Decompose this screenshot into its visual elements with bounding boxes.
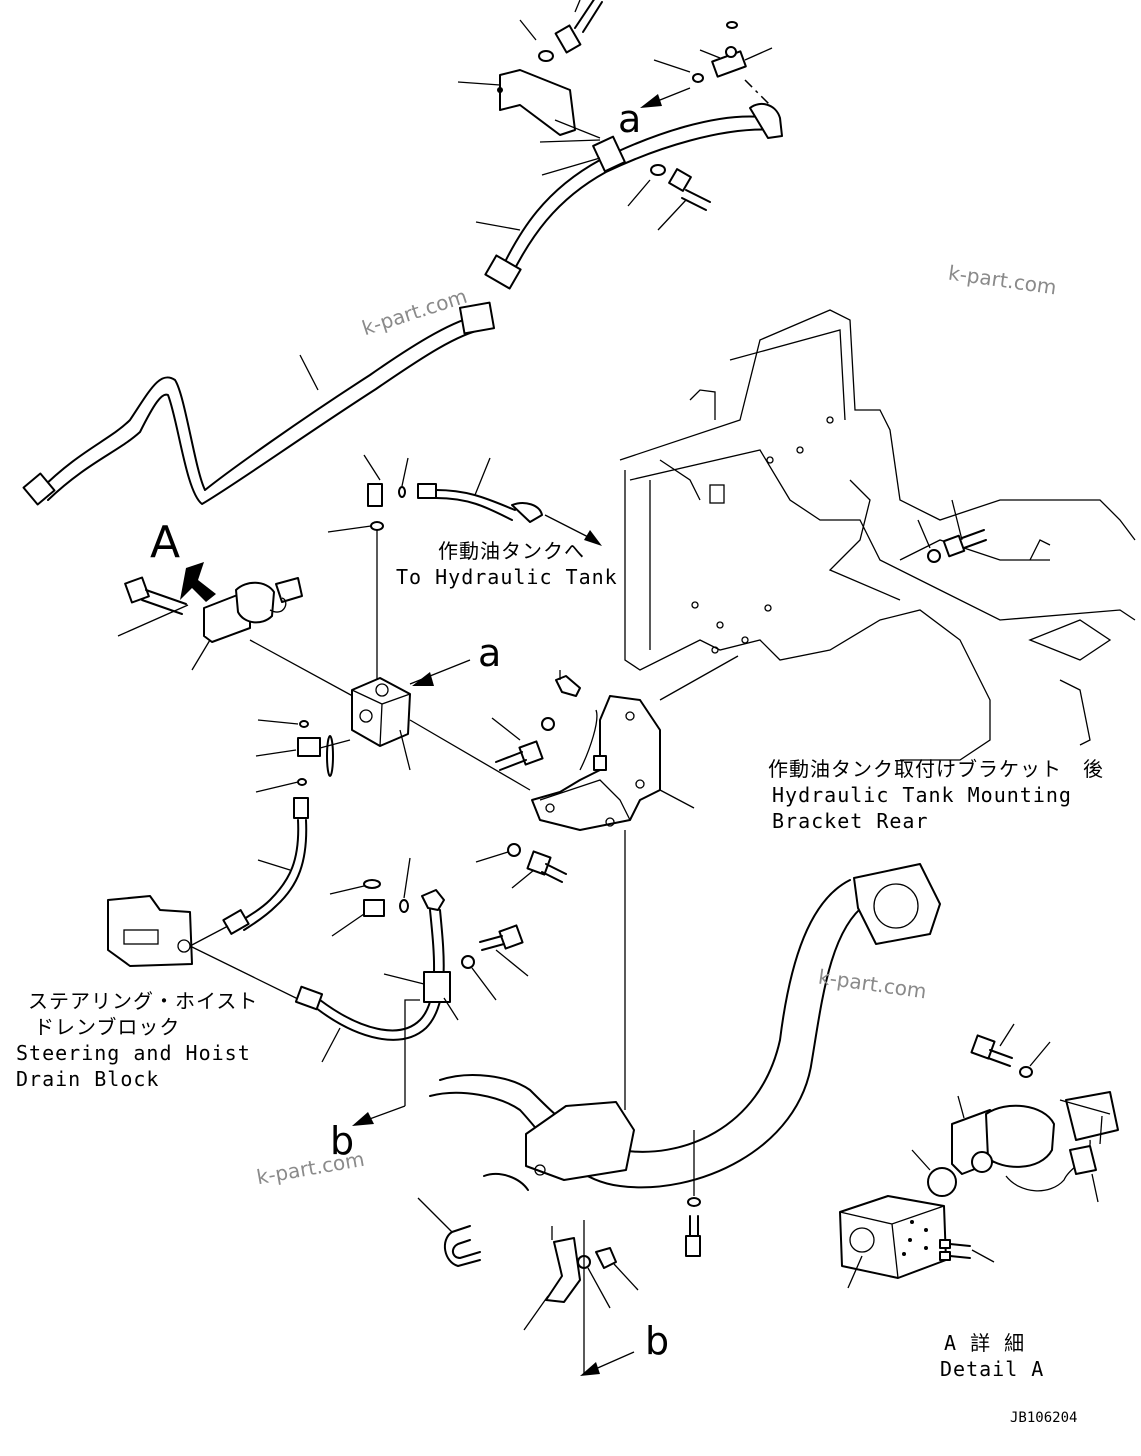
detail-label-en: Detail A (940, 1357, 1045, 1381)
long-tube-left (22, 301, 496, 506)
bolt-top (554, 0, 603, 54)
connector-detail (1065, 1091, 1119, 1141)
bolt-frame (942, 529, 987, 558)
detail-label-jp: A 詳 細 (944, 1331, 1026, 1355)
solenoid-nut-detail (971, 1151, 993, 1173)
bracket-label-en-1: Hydraulic Tank Mounting (772, 783, 1072, 807)
o-ring-mid (398, 486, 406, 498)
pipe-flange (853, 863, 941, 945)
drain-label-jp-1: ステアリング・ホイスト (28, 989, 259, 1013)
pipe-bracket (525, 1101, 635, 1181)
bolt-solenoid (124, 576, 187, 615)
callout-b-left: b (330, 1119, 355, 1163)
washer-pipe (687, 1197, 701, 1207)
elbow-lower (363, 899, 385, 917)
washer-top (538, 50, 554, 62)
arrow-A-pointer (180, 562, 216, 602)
clip-detail (1069, 1145, 1097, 1175)
solenoid-coil (235, 581, 275, 624)
o-ring-lower (363, 879, 381, 889)
hose-end-lower-top (421, 889, 445, 911)
hose-end-top (484, 254, 522, 290)
left-drain-hose (107, 797, 309, 1001)
washer-bracket-lower (507, 843, 521, 857)
bolt-lower (479, 924, 524, 951)
bottom-pipe (417, 863, 941, 1376)
washer-bracket (541, 717, 555, 731)
o-ring-lower-2 (399, 899, 409, 913)
clamp-lower (423, 971, 451, 1003)
o-ring-detail (927, 1167, 957, 1197)
vehicle-frame (619, 309, 1136, 761)
drain-label-en-2: Drain Block (16, 1067, 160, 1091)
elbow-left (297, 737, 321, 757)
elbow-top (749, 102, 783, 139)
center-block (255, 659, 531, 793)
bolt-head-pipe (685, 1235, 701, 1257)
nut-bottom (595, 1247, 617, 1269)
o-ring-left-1 (299, 720, 309, 728)
o-ring-block-top (370, 521, 384, 531)
clip-top-bracket (555, 675, 581, 697)
o-ring-left-2 (326, 735, 334, 777)
tube-end-fitting (458, 301, 496, 335)
callout-b-bottom: b (645, 1319, 670, 1363)
callout-a-mid: a (478, 631, 502, 675)
to-tank-label-en: To Hydraulic Tank (396, 565, 618, 589)
top-hose-assembly (457, 0, 783, 290)
bracket-label-en-2: Bracket Rear (772, 809, 929, 833)
bolt-detail (970, 1034, 1013, 1067)
bolt-bracket (495, 740, 544, 771)
o-ring-top (692, 73, 704, 83)
tee-fitting-top (711, 46, 747, 78)
callout-A: A (150, 517, 181, 568)
solenoid-coil-detail (985, 1104, 1055, 1168)
detail-A (839, 1023, 1119, 1289)
bracket-top (499, 69, 576, 136)
drain-label-en-1: Steering and Hoist (16, 1041, 251, 1065)
drain-label-jp-2: ドレンブロック (34, 1015, 181, 1039)
hose-end-left-top (293, 797, 309, 819)
steering-hoist-drain-block (107, 895, 193, 967)
o-ring-left-3 (297, 778, 307, 786)
clip-bottom (545, 1237, 581, 1303)
connector-A (275, 577, 303, 603)
hose-end-lower-left (294, 985, 324, 1011)
bolt-bracket-lower (526, 850, 567, 883)
to-tank-label-jp: 作動油タンクへ (438, 539, 585, 563)
solenoid-valve-assembly (117, 562, 361, 701)
hose-end-mid (417, 483, 437, 499)
washer-top-right (650, 164, 666, 176)
callout-a-top: a (618, 97, 642, 141)
hydraulic-tank-mounting-bracket-rear (475, 655, 739, 1110)
lower-center-hose (294, 857, 529, 1126)
drawing-id: JB106204 (1010, 1410, 1078, 1426)
washer-detail (1019, 1066, 1033, 1078)
bolt-top-right (668, 168, 711, 211)
washer-lower (461, 955, 475, 969)
hose-to-tank (327, 454, 602, 680)
tube-end-nut (22, 472, 56, 506)
bracket-label-jp: 作動油タンク取付けブラケット 後 (768, 757, 1104, 781)
clip-bracket (593, 755, 607, 771)
hose-top-lower (509, 128, 777, 279)
washer-frame (927, 549, 941, 563)
screws-detail (939, 1239, 971, 1261)
elbow-fitting-mid (367, 483, 383, 507)
o-ring-top-2 (726, 21, 738, 29)
